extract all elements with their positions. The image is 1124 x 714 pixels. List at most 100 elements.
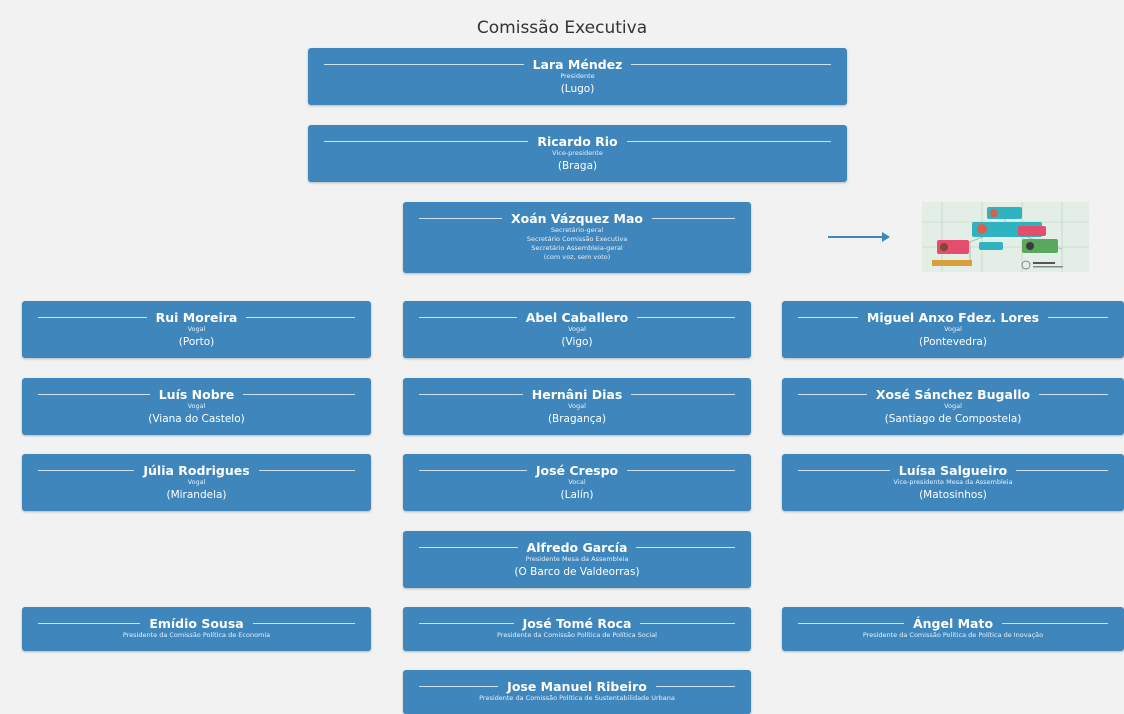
org-chart-thumbnail[interactable] [922, 202, 1089, 272]
member-location: (Viana do Castelo) [148, 413, 245, 425]
member-name: Xoán Vázquez Mao [510, 211, 644, 226]
member-name: Jose Manuel Ribeiro [507, 679, 647, 694]
member-name-row: Hernâni Dias [403, 387, 751, 402]
member-role: Vogal [187, 402, 206, 410]
member-name-row: Xoán Vázquez Mao [403, 211, 751, 226]
divider-line [631, 64, 831, 65]
divider-line [798, 394, 867, 395]
member-name-row: Abel Caballero [403, 310, 751, 325]
divider-line [1048, 317, 1108, 318]
member-role: Secretário-geral [550, 226, 604, 234]
divider-line [798, 623, 904, 624]
divider-line [38, 470, 135, 471]
divider-line [1002, 623, 1109, 624]
divider-line [243, 394, 355, 395]
member-role: Vogal [568, 402, 586, 410]
member-location: (Matosinhos) [919, 489, 987, 501]
member-role: Vice-presidente [552, 149, 603, 157]
divider-line [324, 141, 529, 142]
divider-line [419, 470, 527, 471]
divider-line [652, 218, 735, 219]
member-role: Secretário Assembleia-geral [531, 244, 623, 252]
divider-line [419, 547, 518, 548]
divider-line [324, 64, 524, 65]
member-name-row: Luís Nobre [22, 387, 371, 402]
divider-line [626, 141, 831, 142]
member-name: Hernâni Dias [531, 387, 623, 402]
member-role: Presidente da Comissão Política de Econo… [122, 631, 271, 639]
member-name: Miguel Anxo Fdez. Lores [866, 310, 1040, 325]
member-location: (Santiago de Compostela) [884, 413, 1022, 425]
member-name: Luísa Salgueiro [898, 463, 1008, 478]
divider-line [38, 394, 150, 395]
member-location: (O Barco de Valdeorras) [514, 566, 640, 578]
member-location: (Mirandela) [166, 489, 227, 501]
divider-line [798, 317, 858, 318]
member-location: (Lalín) [560, 489, 594, 501]
divider-line [419, 623, 514, 624]
member-name-row: Alfredo García [403, 540, 751, 555]
divider-line [1039, 394, 1108, 395]
member-name: Rui Moreira [155, 310, 238, 325]
divider-line [419, 394, 523, 395]
member-name-row: Júlia Rodrigues [22, 463, 371, 478]
member-role: Presidente [560, 72, 595, 80]
member-name-row: Ángel Mato [782, 616, 1124, 631]
member-name: Luís Nobre [158, 387, 235, 402]
divider-line [798, 470, 890, 471]
member-name-row: Rui Moreira [22, 310, 371, 325]
member-role: Vogal [568, 325, 586, 333]
member-name: Ángel Mato [912, 616, 994, 631]
member-name-row: Lara Méndez [308, 57, 847, 72]
arrow-right-icon [828, 232, 890, 242]
member-name: Alfredo García [526, 540, 628, 555]
member-name-row: José Tomé Roca [403, 616, 751, 631]
member-role: Presidente da Comissão Política de Polít… [862, 631, 1044, 639]
divider-line [252, 623, 356, 624]
member-name-row: Xosé Sánchez Bugallo [782, 387, 1124, 402]
member-location: (Bragança) [547, 413, 607, 425]
member-name: Emídio Sousa [149, 616, 244, 631]
member-location: (Porto) [178, 336, 215, 348]
member-name: Xosé Sánchez Bugallo [875, 387, 1031, 402]
member-role: Vogal [944, 325, 962, 333]
member-name-row: Jose Manuel Ribeiro [403, 679, 751, 694]
member-location: (Braga) [557, 160, 598, 172]
member-role: Presidente da Comissão Política de Suste… [479, 694, 675, 702]
member-role: Vocal [568, 478, 586, 486]
member-role: Vogal [187, 325, 206, 333]
divider-line [636, 547, 736, 548]
divider-line [640, 623, 735, 624]
member-location: (Vigo) [561, 336, 593, 348]
divider-line [38, 317, 147, 318]
member-name-row: Ricardo Rio [308, 134, 847, 149]
divider-line [246, 317, 355, 318]
divider-line [637, 317, 735, 318]
member-role: Vogal [944, 402, 962, 410]
divider-line [1016, 470, 1108, 471]
member-role: Vice-presidente Mesa da Assembleia [893, 478, 1013, 486]
member-name-row: Emídio Sousa [22, 616, 371, 631]
page-title: Comissão Executiva [476, 18, 648, 38]
member-role: Secretário Comissão Executiva [526, 235, 628, 243]
divider-line [419, 686, 499, 687]
member-name: Júlia Rodrigues [143, 463, 250, 478]
member-name: José Crespo [535, 463, 619, 478]
